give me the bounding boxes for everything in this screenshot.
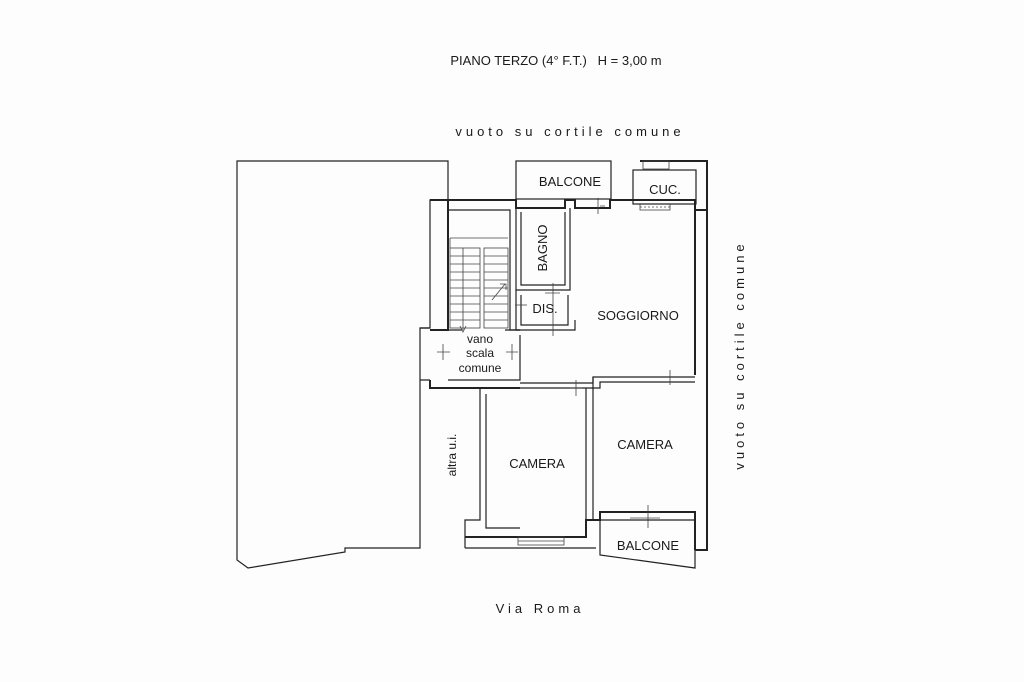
room-camera-left: CAMERA <box>509 456 565 471</box>
label-right-courtyard: vuoto su cortile comune <box>732 240 747 469</box>
label-top-courtyard: vuoto su cortile comune <box>455 124 684 139</box>
balcone-bottom-outline <box>599 519 696 569</box>
room-balcone-bottom: BALCONE <box>617 538 679 553</box>
other-unit-outline <box>236 160 449 569</box>
cucina-outline <box>632 169 697 205</box>
balcone-top-outline <box>515 160 612 200</box>
room-balcone-top: BALCONE <box>539 174 601 189</box>
room-camera-right: CAMERA <box>617 437 673 452</box>
stair-label-line3: comune <box>459 361 502 375</box>
room-soggiorno: SOGGIORNO <box>597 308 679 323</box>
plan-title: PIANO TERZO (4° F.T.) H = 3,00 m <box>450 53 661 68</box>
stair-label-line1: vano <box>467 332 493 346</box>
door-marks <box>437 198 671 528</box>
room-disimpegno: DIS. <box>532 301 557 316</box>
stair-label-line2: scala <box>466 346 494 360</box>
label-street: Via Roma <box>496 601 585 616</box>
room-cucina: CUC. <box>649 182 681 197</box>
room-bagno: BAGNO <box>535 225 550 272</box>
stair-treads <box>449 237 509 333</box>
apartment-walls <box>420 160 708 551</box>
windows <box>517 160 671 546</box>
label-other-unit: altra u.i. <box>445 434 459 477</box>
